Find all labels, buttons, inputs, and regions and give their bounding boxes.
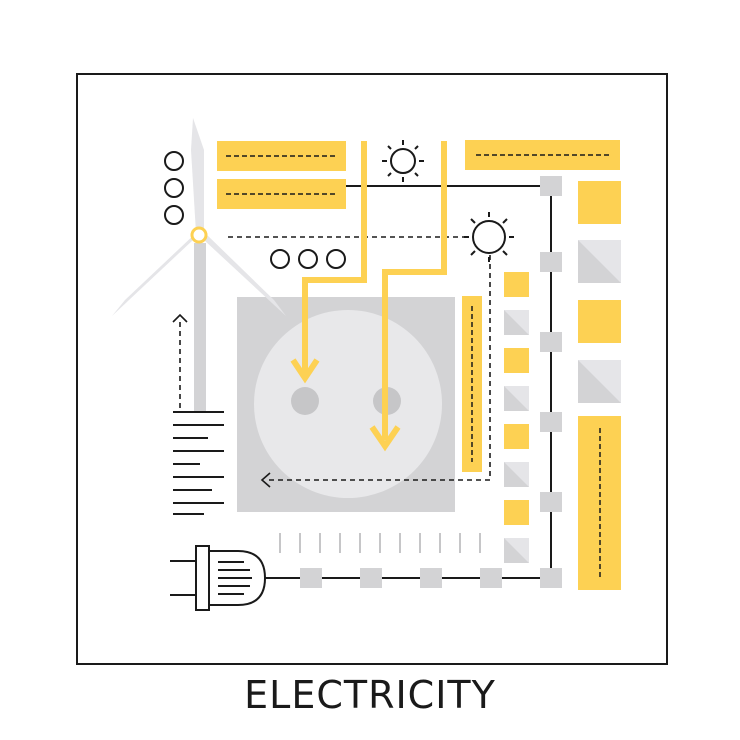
dashed-connectors: [179, 236, 491, 481]
sun-icon: [382, 140, 424, 182]
arrow-head-up: [172, 313, 188, 323]
top-right-panel: [465, 140, 620, 170]
sun-icon: [464, 212, 514, 262]
tile-column-left: [504, 272, 529, 563]
text-lines-block: [173, 411, 224, 515]
circuit-nodes-horizontal: [300, 568, 502, 588]
power-plug-icon: [170, 545, 267, 611]
arrow-head-left: [260, 472, 271, 488]
vertical-gauge: [462, 296, 482, 472]
caption-title: ELECTRICITY: [244, 673, 496, 717]
wind-turbine-icon: [112, 118, 286, 411]
tile-column-right: [578, 181, 621, 590]
power-flow-arrows: [290, 141, 447, 452]
indicator-circles-left: [164, 151, 184, 225]
circuit-nodes-vertical: [540, 176, 562, 588]
scale-ticks: [279, 533, 481, 553]
indicator-circles-middle: [270, 249, 346, 269]
power-socket-icon: [237, 297, 455, 512]
top-left-panels: [217, 141, 346, 209]
